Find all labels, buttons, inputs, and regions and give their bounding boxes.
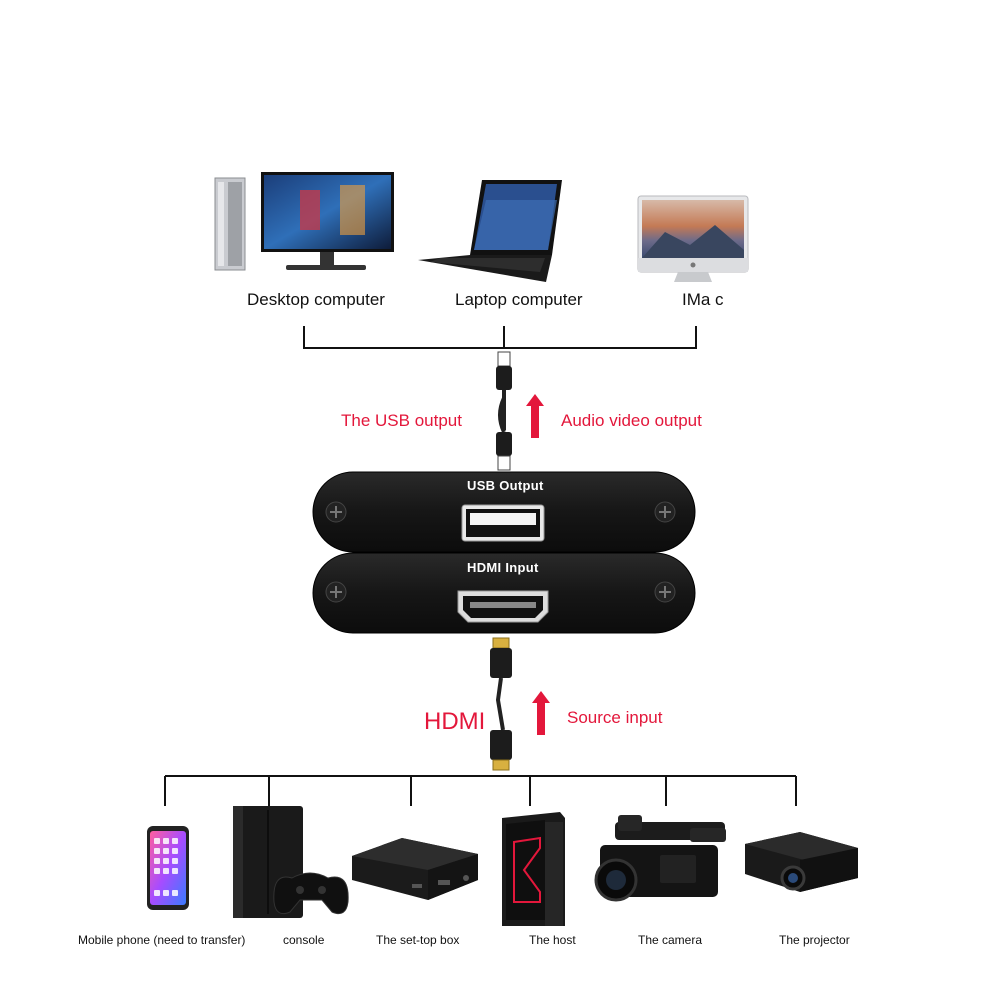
game-console-icon — [233, 806, 349, 918]
laptop-icon — [418, 180, 562, 282]
up-arrow-icon — [532, 691, 550, 735]
set-top-box-icon — [352, 838, 478, 900]
camcorder-icon — [594, 815, 726, 902]
usb-cable-icon — [496, 351, 512, 471]
audio-video-output-label: Audio video output — [561, 411, 702, 430]
usb-port-label: USB Output — [467, 478, 544, 493]
screw-icon — [325, 501, 676, 603]
desktop-computer-icon — [214, 172, 394, 271]
smartphone-icon — [147, 826, 189, 910]
pc-tower-icon — [502, 812, 565, 926]
capture-card-icon — [312, 471, 696, 634]
usb-output-label: The USB output — [341, 411, 462, 430]
up-arrow-icon — [526, 394, 544, 438]
console-label: console — [283, 933, 325, 947]
mobile-phone-label: Mobile phone (need to transfer) — [78, 933, 246, 947]
imac-icon — [637, 195, 749, 282]
host-label: The host — [529, 933, 576, 947]
imac-label: IMa c — [682, 290, 724, 309]
set-top-box-label: The set-top box — [376, 933, 460, 947]
hdmi-port-label: HDMI Input — [467, 560, 539, 575]
source-input-label: Source input — [567, 708, 663, 727]
camera-label: The camera — [638, 933, 703, 947]
bottom-connector-lines — [164, 775, 797, 806]
hdmi-label: HDMI — [424, 708, 486, 735]
top-connector-lines — [303, 326, 697, 349]
projector-icon — [745, 832, 858, 892]
hdmi-cable-icon — [490, 637, 512, 771]
projector-label: The projector — [779, 933, 850, 947]
laptop-computer-label: Laptop computer — [455, 290, 583, 309]
desktop-computer-label: Desktop computer — [247, 290, 385, 309]
